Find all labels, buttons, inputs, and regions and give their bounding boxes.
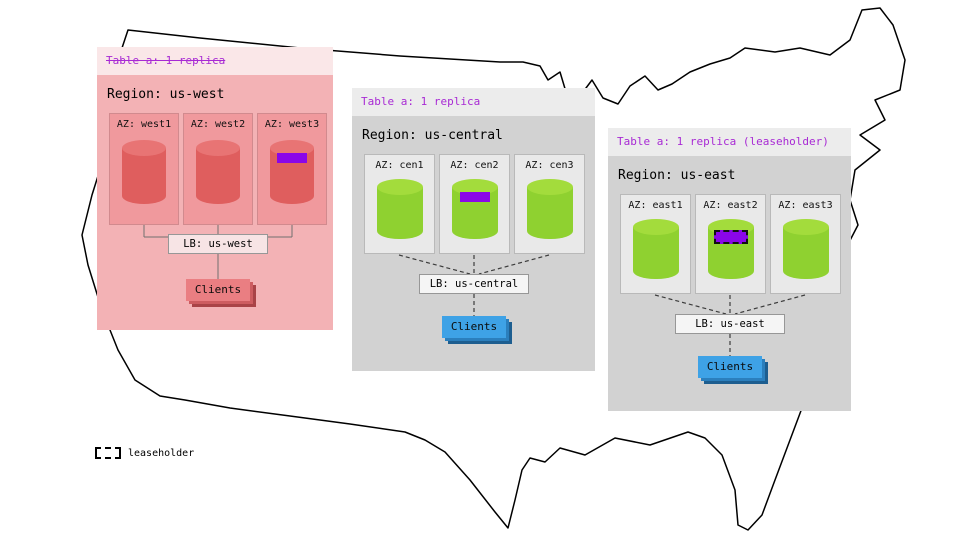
database-cylinder-icon bbox=[196, 140, 240, 204]
leaseholder-swatch-icon bbox=[95, 447, 121, 459]
connector-lines bbox=[398, 254, 550, 316]
region-title: Region: us-west bbox=[107, 87, 225, 102]
az-box: AZ: east3 bbox=[770, 194, 841, 294]
region-us-central: Table a: 1 replica Region: us-central AZ… bbox=[352, 88, 595, 371]
database-cylinder-icon bbox=[376, 179, 423, 239]
az-box: AZ: cen1 bbox=[364, 154, 435, 254]
load-balancer-box: LB: us-west bbox=[168, 234, 268, 254]
clients-box: Clients bbox=[442, 316, 506, 338]
region-title: Region: us-central bbox=[362, 128, 503, 143]
replica-marker bbox=[459, 192, 490, 202]
leaseholder-marker bbox=[713, 230, 748, 244]
az-label: AZ: east1 bbox=[628, 200, 683, 211]
az-box: AZ: west1 bbox=[109, 113, 179, 225]
az-label: AZ: cen2 bbox=[450, 160, 499, 171]
az-box: AZ: cen2 bbox=[439, 154, 510, 254]
az-row: AZ: cen1 AZ: cen2 AZ: cen3 bbox=[364, 154, 585, 254]
az-box: AZ: west2 bbox=[183, 113, 253, 225]
az-label: AZ: east2 bbox=[703, 200, 758, 211]
database-cylinder-icon bbox=[782, 219, 829, 279]
region-us-west: Table a: 1 replica Region: us-west AZ: w… bbox=[97, 47, 333, 330]
az-row: AZ: west1 AZ: west2 AZ: west3 bbox=[109, 113, 327, 225]
az-label: AZ: west3 bbox=[264, 119, 320, 130]
database-cylinder-icon bbox=[270, 140, 314, 204]
az-label: AZ: cen3 bbox=[525, 160, 574, 171]
region-us-east: Table a: 1 replica (leaseholder) Region:… bbox=[608, 128, 851, 411]
az-label: AZ: west2 bbox=[190, 119, 246, 130]
database-cylinder-icon bbox=[526, 179, 573, 239]
database-cylinder-icon bbox=[707, 219, 754, 279]
legend: leaseholder bbox=[95, 447, 194, 459]
load-balancer-box: LB: us-central bbox=[419, 274, 529, 294]
load-balancer-box: LB: us-east bbox=[675, 314, 785, 334]
connector-lines bbox=[654, 294, 806, 356]
database-cylinder-icon bbox=[451, 179, 498, 239]
table-banner: Table a: 1 replica bbox=[97, 47, 333, 75]
clients-box: Clients bbox=[186, 279, 250, 301]
az-label: AZ: cen1 bbox=[375, 160, 424, 171]
replica-marker bbox=[277, 153, 307, 163]
az-box: AZ: cen3 bbox=[514, 154, 585, 254]
table-banner: Table a: 1 replica bbox=[352, 88, 595, 116]
database-cylinder-icon bbox=[122, 140, 166, 204]
az-box: AZ: east2 bbox=[695, 194, 766, 294]
az-label: AZ: west1 bbox=[116, 119, 172, 130]
database-cylinder-icon bbox=[632, 219, 679, 279]
table-banner: Table a: 1 replica (leaseholder) bbox=[608, 128, 851, 156]
az-box: AZ: east1 bbox=[620, 194, 691, 294]
az-box: AZ: west3 bbox=[257, 113, 327, 225]
az-label: AZ: east3 bbox=[778, 200, 833, 211]
region-title: Region: us-east bbox=[618, 168, 736, 183]
clients-box: Clients bbox=[698, 356, 762, 378]
az-row: AZ: east1 AZ: east2 AZ: east3 bbox=[620, 194, 841, 294]
legend-label: leaseholder bbox=[128, 447, 195, 459]
